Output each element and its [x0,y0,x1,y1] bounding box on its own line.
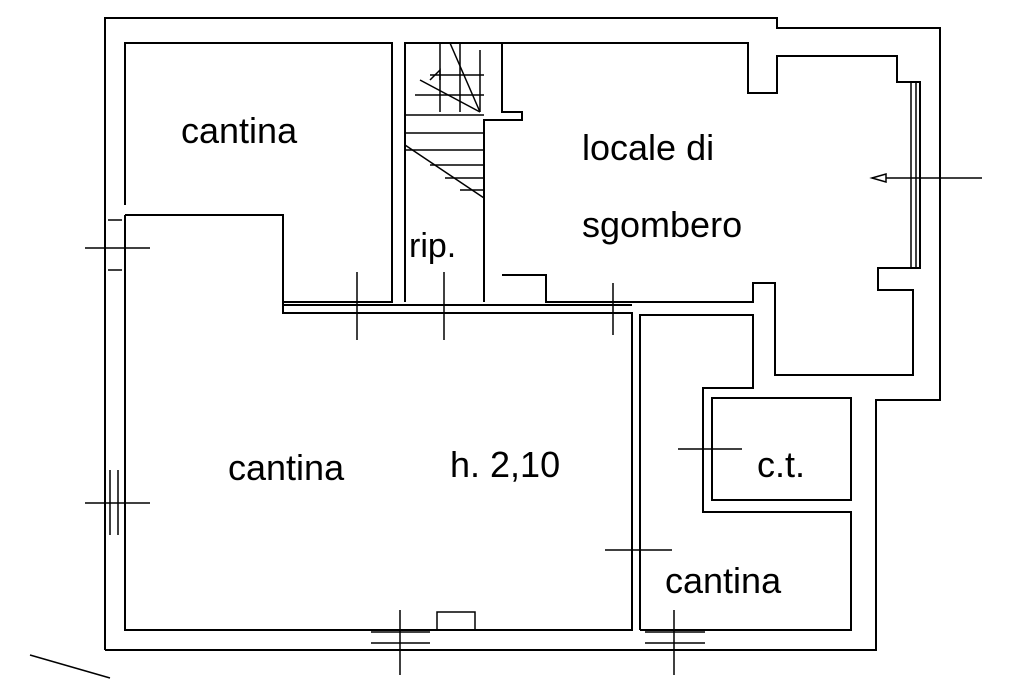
window-right [910,82,917,268]
wall-cantina-main [124,214,633,631]
room-label-locale-line2: sgombero [582,204,742,245]
ceiling-height-label: h. 2,10 [450,444,560,485]
wall-right-column [639,314,852,631]
room-label-cantina-top-left: cantina [181,110,298,151]
wall-ripostiglio [404,42,502,302]
entrance-arrow [869,173,982,183]
wall-ripostiglio-right [483,43,523,302]
room-label-centrale-termica: c.t. [757,444,805,485]
room-label-cantina-bottom-right: cantina [665,560,782,601]
wall-locale-sgombero [502,42,921,376]
staircase [404,42,485,199]
wall-cantina-top-left [124,42,393,303]
outer-wall-outline [104,17,941,651]
room-label-locale-line1: locale di [582,127,714,168]
room-label-ripostiglio: rip. [409,227,456,265]
opening-marks [29,219,742,679]
room-label-cantina-main: cantina [228,447,345,488]
